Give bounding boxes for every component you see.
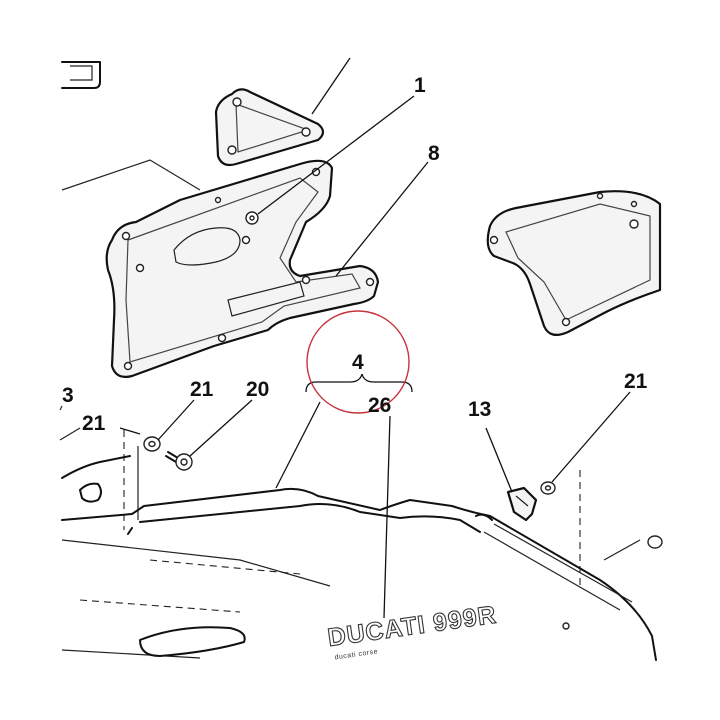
callout-8: 8 — [428, 142, 440, 165]
callout-4: 4 — [352, 351, 364, 374]
washer-21-left — [143, 436, 161, 452]
leader-lines — [119, 57, 631, 619]
inner-fairing-panel — [105, 159, 380, 378]
callout-20: 20 — [246, 378, 269, 401]
washer-far-right — [647, 535, 663, 549]
callout-21-right: 21 — [624, 370, 648, 393]
callout-1: 1 — [414, 74, 426, 97]
clip-13 — [506, 486, 538, 522]
callout-21-mid: 21 — [190, 378, 214, 401]
screw-20 — [165, 451, 193, 471]
washer-21-right — [540, 481, 556, 495]
callout-3: 3 — [62, 384, 74, 407]
callout-21-left: 21 — [82, 412, 106, 435]
highlight-circle — [306, 310, 410, 414]
corner-fragment — [61, 61, 101, 89]
side-panel-right — [486, 190, 662, 337]
group-brace-4 — [305, 373, 413, 393]
callout-13: 13 — [468, 398, 491, 421]
callout-26: 26 — [368, 394, 391, 417]
brand-logo-text: DUCATI 999R — [326, 601, 499, 652]
fairing-branding: DUCATI 999R ducati corse — [325, 600, 499, 661]
triangular-plate — [214, 88, 325, 167]
construction-lines — [59, 159, 641, 590]
lower-fairing — [61, 455, 657, 661]
